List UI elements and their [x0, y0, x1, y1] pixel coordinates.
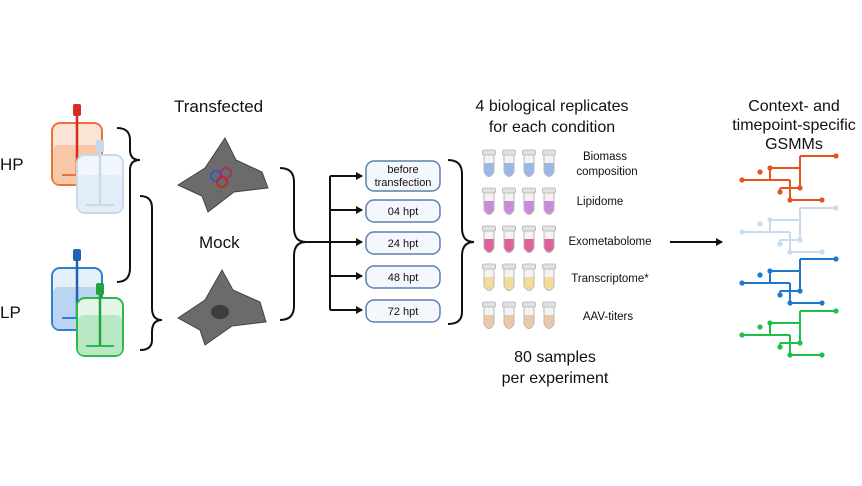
tube-icon	[522, 187, 536, 215]
tube-icon	[522, 301, 536, 329]
transfected-label: Transfected	[174, 97, 263, 116]
svg-text:before: before	[387, 164, 418, 176]
replicates-heading-line2: for each condition	[489, 119, 615, 136]
svg-text:24 hpt: 24 hpt	[388, 238, 419, 250]
tube-icon	[502, 149, 516, 177]
tube-icon	[542, 225, 556, 253]
tube-grid	[482, 149, 556, 329]
timepoint-box-04hpt: 04 hpt	[365, 199, 441, 223]
timepoint-box-72hpt: 72 hpt	[365, 299, 441, 323]
network-icon	[739, 308, 839, 358]
tube-icon	[522, 225, 536, 253]
transfected-cell-icon	[176, 137, 269, 213]
assay-label-transcriptome: Transcriptome*	[571, 273, 649, 285]
samples-line2: per experiment	[502, 370, 609, 387]
assay-label-exometabolome: Exometabolome	[568, 236, 651, 248]
assay-label-biomass-line1: Biomass	[583, 151, 627, 163]
mock-label: Mock	[199, 233, 240, 252]
timepoint-box-48hpt: 48 hpt	[365, 265, 441, 289]
lp-green-bioreactor-icon	[76, 283, 124, 357]
tube-icon	[522, 263, 536, 291]
timepoint-brace	[447, 159, 475, 325]
lp-label: LP	[0, 303, 21, 322]
mock-cell-icon	[177, 268, 267, 346]
tube-icon	[482, 263, 496, 291]
timepoint-box-before: before transfection	[365, 160, 441, 192]
network-icon	[739, 153, 839, 203]
tube-icon	[502, 301, 516, 329]
upper-brace	[116, 127, 141, 283]
assay-label-lipidome: Lipidome	[577, 196, 624, 208]
tube-icon	[542, 149, 556, 177]
plasmid-icon	[210, 167, 232, 188]
svg-text:04 hpt: 04 hpt	[388, 206, 419, 218]
svg-text:48 hpt: 48 hpt	[388, 272, 419, 284]
timepoint-box-24hpt: 24 hpt	[365, 231, 441, 255]
tube-icon	[482, 225, 496, 253]
hp-light-bioreactor-icon	[76, 140, 124, 214]
assay-label-biomass-line2: composition	[576, 166, 637, 178]
svg-text:transfection: transfection	[375, 177, 432, 189]
tube-icon	[502, 187, 516, 215]
samples-line1: 80 samples	[514, 349, 596, 366]
svg-text:72 hpt: 72 hpt	[388, 306, 419, 318]
assay-label-aav: AAV-titers	[583, 311, 634, 323]
tube-icon	[542, 263, 556, 291]
gsmm-heading-line1: Context- and	[748, 98, 840, 115]
tube-icon	[482, 187, 496, 215]
network-icon	[739, 205, 839, 255]
tube-icon	[502, 225, 516, 253]
tube-icon	[502, 263, 516, 291]
tube-icon	[522, 149, 536, 177]
cell-merge-brace	[279, 167, 307, 321]
gsmm-heading-line3: GSMMs	[765, 136, 823, 153]
tube-icon	[482, 301, 496, 329]
hp-label: HP	[0, 155, 24, 174]
tube-icon	[542, 301, 556, 329]
gsmm-networks	[739, 153, 839, 358]
gsmm-heading-line2: timepoint-specific	[732, 117, 856, 134]
tube-icon	[482, 149, 496, 177]
tube-icon	[542, 187, 556, 215]
network-icon	[739, 256, 839, 306]
lower-brace	[139, 195, 163, 351]
replicates-heading-line1: 4 biological replicates	[476, 98, 629, 115]
